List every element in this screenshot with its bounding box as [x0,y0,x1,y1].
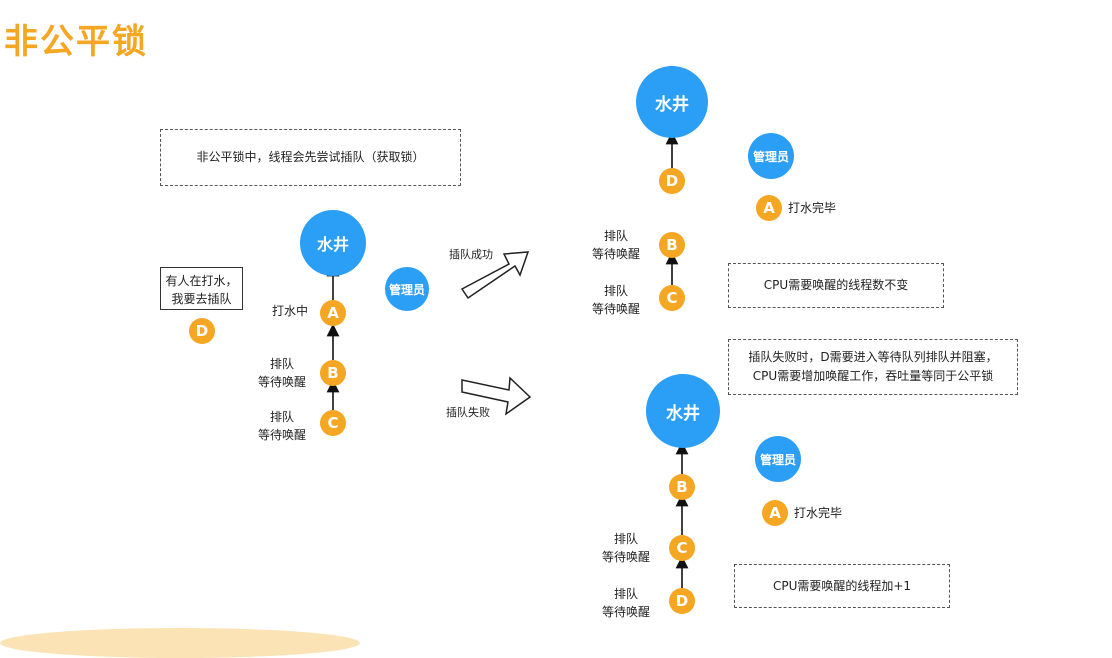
thread-b-bottom: B [669,474,695,500]
note-cpu-plus-one: CPU需要唤醒的线程加+1 [734,564,950,608]
thread-c-bottom-label: 排队 等待唤醒 [602,532,651,564]
well-circle: 水井 [300,210,366,276]
connector-layer [326,131,689,588]
wait-note-box: 有人在打水， 我要去插队 [160,267,243,310]
thread-c-bottom: C [669,535,695,561]
admin-circle: 管理员 [385,267,429,311]
thread-a-bottom-label: 打水完毕 [794,506,843,520]
admin-circle-top: 管理员 [748,133,794,179]
note-cpu-unchanged: CPU需要唤醒的线程数不变 [728,263,944,308]
thread-c-top-label: 排队 等待唤醒 [592,284,641,316]
arrow-fail-label: 插队失败 [446,406,490,419]
decorative-wave [0,628,360,658]
thread-b-top-label: 排队 等待唤醒 [592,229,641,261]
page-title: 非公平锁 [4,22,148,62]
thread-a: A [320,300,346,326]
thread-a-top: A [756,195,782,221]
thread-b: B [320,360,346,386]
thread-d: D [189,318,215,344]
thread-d-bottom: D [669,588,695,614]
thread-d-top: D [659,168,685,194]
well-circle-bottom: 水井 [646,374,720,448]
note-nonfair-intro: 非公平锁中，线程会先尝试插队（获取锁） [160,129,461,186]
note-fail-explain: 插队失败时，D需要进入等待队列排队并阻塞， CPU需要增加唤醒工作，吞吐量等同于… [728,339,1018,395]
thread-b-top: B [659,232,685,258]
thread-c-label: 排队 等待唤醒 [258,410,307,442]
arrow-success-label: 插队成功 [449,248,493,261]
thread-a-top-label: 打水完毕 [788,201,837,215]
thread-b-label: 排队 等待唤醒 [258,357,307,389]
thread-a-bottom: A [762,500,788,526]
well-circle-top: 水井 [636,66,708,138]
hollow-arrow-success [460,251,530,300]
thread-c-top: C [659,285,685,311]
thread-a-label: 打水中 [272,304,309,318]
thread-d-bottom-label: 排队 等待唤醒 [602,587,651,619]
thread-c: C [320,410,346,436]
admin-circle-bottom: 管理员 [755,436,801,482]
hollow-arrow-fail [461,376,532,416]
